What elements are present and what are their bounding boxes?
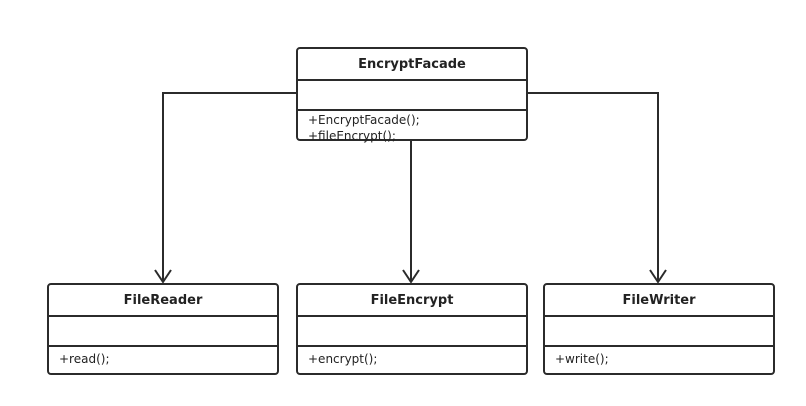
operation: +read(); — [59, 352, 110, 366]
class-file-reader[interactable]: FileReader +read(); — [47, 283, 279, 375]
class-name: FileReader — [49, 285, 277, 317]
class-name: FileWriter — [545, 285, 773, 317]
operation: +encrypt(); — [308, 352, 378, 366]
operation: +write(); — [555, 352, 609, 366]
association-to-file-writer — [527, 92, 659, 282]
operation: +fileEncrypt(); — [308, 129, 396, 143]
class-name: FileEncrypt — [298, 285, 526, 317]
class-name: EncryptFacade — [298, 49, 526, 81]
operations-compartment: +encrypt(); — [298, 347, 526, 371]
class-file-writer[interactable]: FileWriter +write(); — [543, 283, 775, 375]
arrowhead-file-reader — [154, 269, 172, 284]
operations-compartment: +write(); — [545, 347, 773, 371]
attributes-compartment — [298, 81, 526, 111]
operation: +EncryptFacade(); — [308, 113, 420, 127]
association-to-file-reader — [162, 92, 297, 282]
arrowhead-file-writer — [649, 269, 667, 284]
attributes-compartment — [49, 317, 277, 347]
arrowhead-file-encrypt — [402, 269, 420, 284]
class-encrypt-facade[interactable]: EncryptFacade +EncryptFacade(); +fileEnc… — [296, 47, 528, 143]
operations-compartment: +read(); — [49, 347, 277, 371]
class-file-encrypt[interactable]: FileEncrypt +encrypt(); — [296, 283, 528, 375]
operations-compartment: +EncryptFacade(); +fileEncrypt(); — [298, 111, 526, 148]
attributes-compartment — [545, 317, 773, 347]
attributes-compartment — [298, 317, 526, 347]
